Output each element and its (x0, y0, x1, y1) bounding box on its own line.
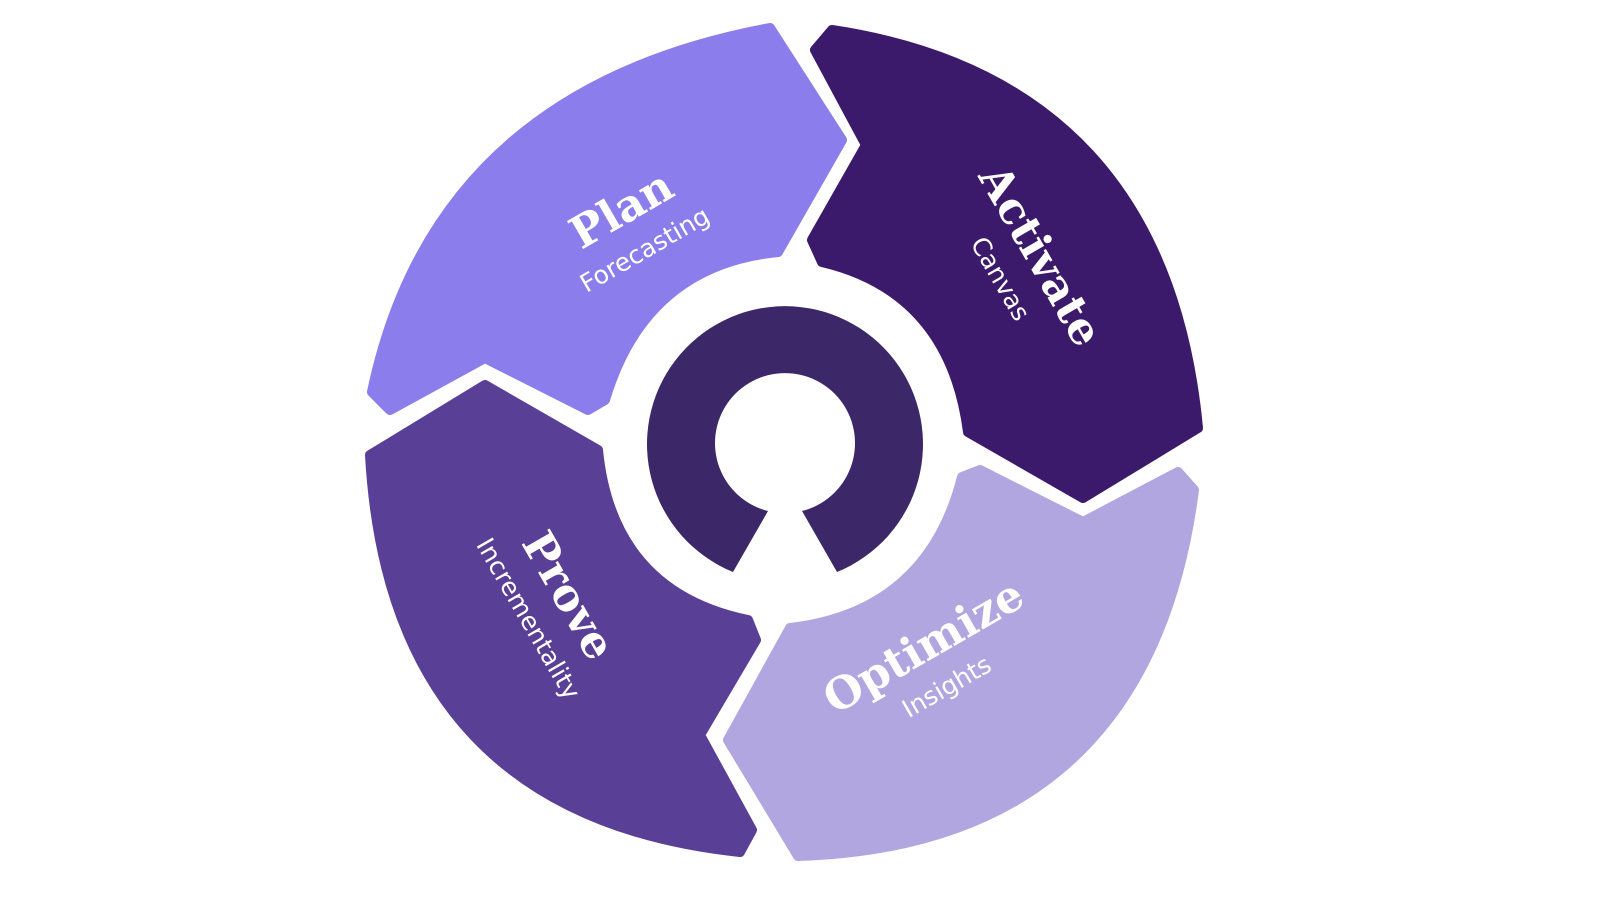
segment-prove (365, 380, 761, 857)
segment-plan (367, 23, 847, 415)
segment-optimize (723, 465, 1199, 861)
segment-activate (807, 25, 1203, 503)
center-logo (647, 306, 924, 572)
